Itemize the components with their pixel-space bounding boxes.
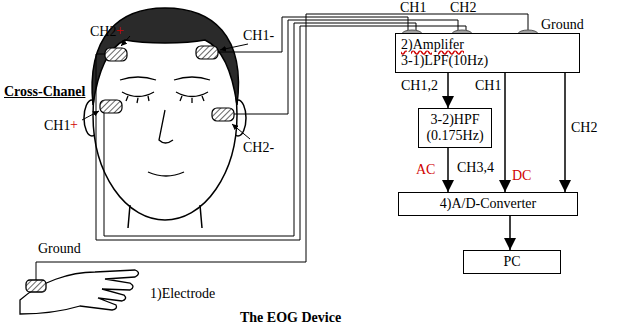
converter-box: 4)A/D-Converter <box>398 192 578 216</box>
signal-type: AC <box>416 162 435 177</box>
montage-title: Cross-Chanel <box>4 84 85 99</box>
box-text: 3-2)HPF (0.175Hz) <box>424 112 486 144</box>
hand <box>20 270 139 314</box>
channel-label: CH2 <box>90 24 116 39</box>
edge-label: CH1,2 <box>400 78 439 93</box>
signal-arrow <box>447 73 449 108</box>
edge-label: CH3,4 <box>456 160 495 175</box>
edge-label: CH2 <box>570 120 598 135</box>
terminal-label: CH1 <box>400 0 426 15</box>
filter-box: 3-2)HPF (0.175Hz) <box>418 108 492 148</box>
terminal-label: CH2 <box>450 0 476 15</box>
ground-label: Ground <box>38 241 81 256</box>
amplifier-box: 2)Amplifer3-1)LPF(10Hz) <box>395 33 580 73</box>
signal-arrow <box>509 216 511 250</box>
channel-label: CH1 <box>44 118 70 133</box>
polarity-sign: + <box>116 23 124 38</box>
terminal-label: Ground <box>541 17 584 32</box>
signal-arrow <box>564 73 566 192</box>
box-text: 2)Amplifer <box>401 37 574 53</box>
electrode <box>100 46 234 121</box>
edge-label: CH1 <box>474 78 502 93</box>
head <box>84 8 246 228</box>
pc-box: PC <box>463 250 561 274</box>
face-features <box>120 77 210 176</box>
leader-line <box>82 36 250 139</box>
channel-label: CH1- <box>243 28 274 43</box>
signal-type: DC <box>512 168 531 183</box>
signal-arrow <box>504 73 506 192</box>
box-text: 4)A/D-Converter <box>404 196 572 212</box>
signal-arrow <box>447 148 449 192</box>
part-label: 1)Electrode <box>150 286 215 301</box>
box-text: 3-1)LPF(10Hz) <box>401 53 574 69</box>
polarity-sign: + <box>70 117 78 132</box>
caption: The EOG Device <box>240 310 341 325</box>
channel-label: CH2- <box>243 140 274 155</box>
box-text: PC <box>469 254 555 270</box>
